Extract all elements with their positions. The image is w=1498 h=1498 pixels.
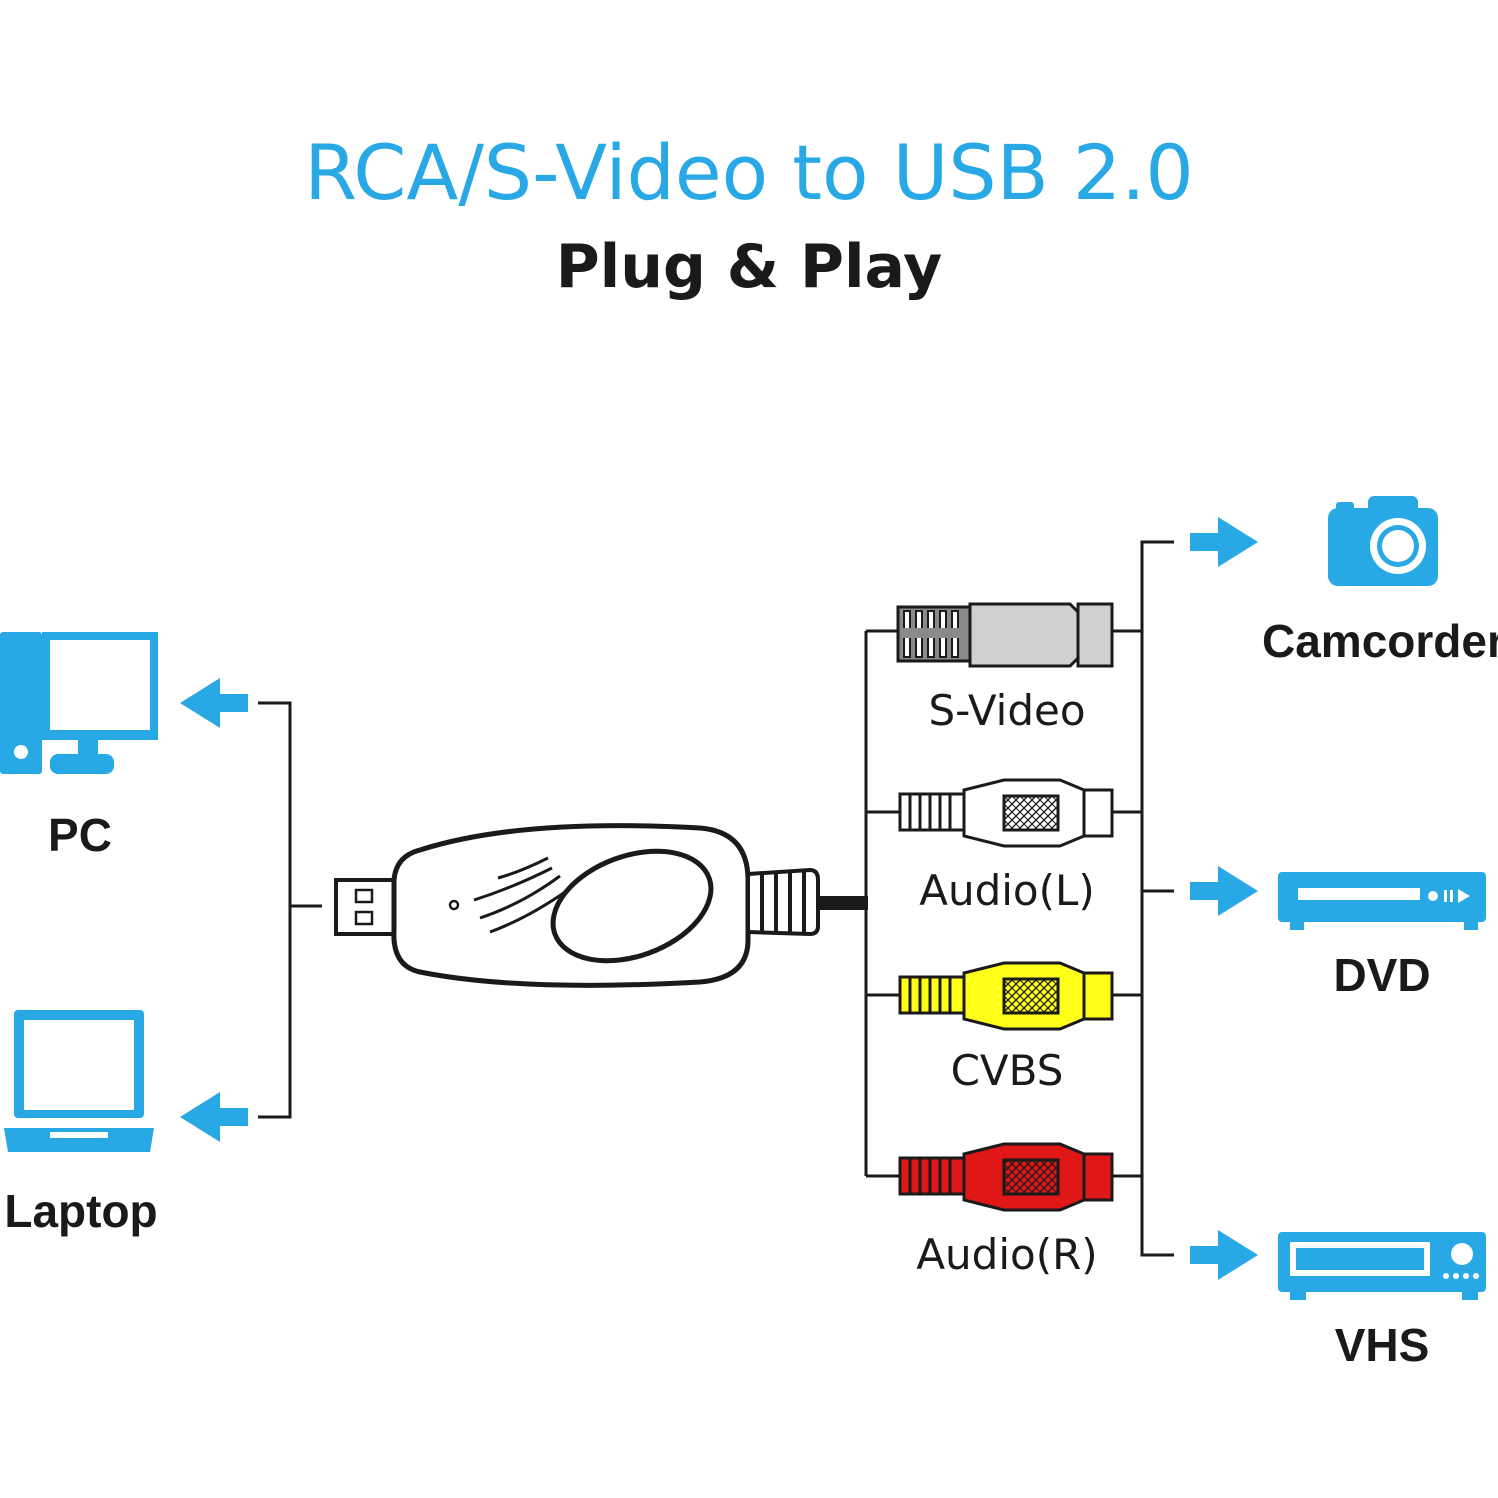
- audio-left-connector: [898, 778, 1142, 848]
- source-label-vhs: VHS: [1334, 1319, 1430, 1371]
- camera-icon: [1328, 496, 1438, 586]
- source-label-camcorder: Camcorder: [1262, 615, 1498, 667]
- source-label-dvd: DVD: [1333, 949, 1431, 1001]
- dvd-player-icon: [1278, 872, 1486, 930]
- usb-capture-device: [334, 823, 868, 988]
- cvbs-connector: [898, 961, 1142, 1031]
- port-label-s-video: S-Video: [928, 686, 1086, 735]
- laptop-icon: [4, 1010, 154, 1152]
- arrow-to-laptop-icon: [180, 1092, 248, 1142]
- host-label-laptop: Laptop: [4, 1185, 158, 1237]
- vhs-player-icon: [1278, 1232, 1486, 1300]
- desktop-computer-icon: [0, 632, 158, 774]
- host-bracket: [258, 701, 322, 1119]
- port-label-audio-left: Audio(L): [919, 866, 1095, 915]
- s-video-connector: [896, 602, 1142, 668]
- port-label-cvbs: CVBS: [950, 1046, 1064, 1095]
- audio-right-connector: [898, 1142, 1142, 1212]
- page-title: RCA/S-Video to USB 2.0: [304, 128, 1194, 217]
- arrow-to-pc-icon: [180, 678, 248, 728]
- source-bracket: [1140, 540, 1174, 1257]
- arrow-from-dvd-icon: [1190, 866, 1258, 916]
- page-subtitle: Plug & Play: [555, 232, 943, 302]
- arrow-from-vhs-icon: [1190, 1230, 1258, 1280]
- host-label-pc: PC: [48, 809, 112, 861]
- port-label-audio-right: Audio(R): [916, 1230, 1098, 1279]
- arrow-from-camcorder-icon: [1190, 517, 1258, 567]
- port-trunk: [864, 629, 900, 1178]
